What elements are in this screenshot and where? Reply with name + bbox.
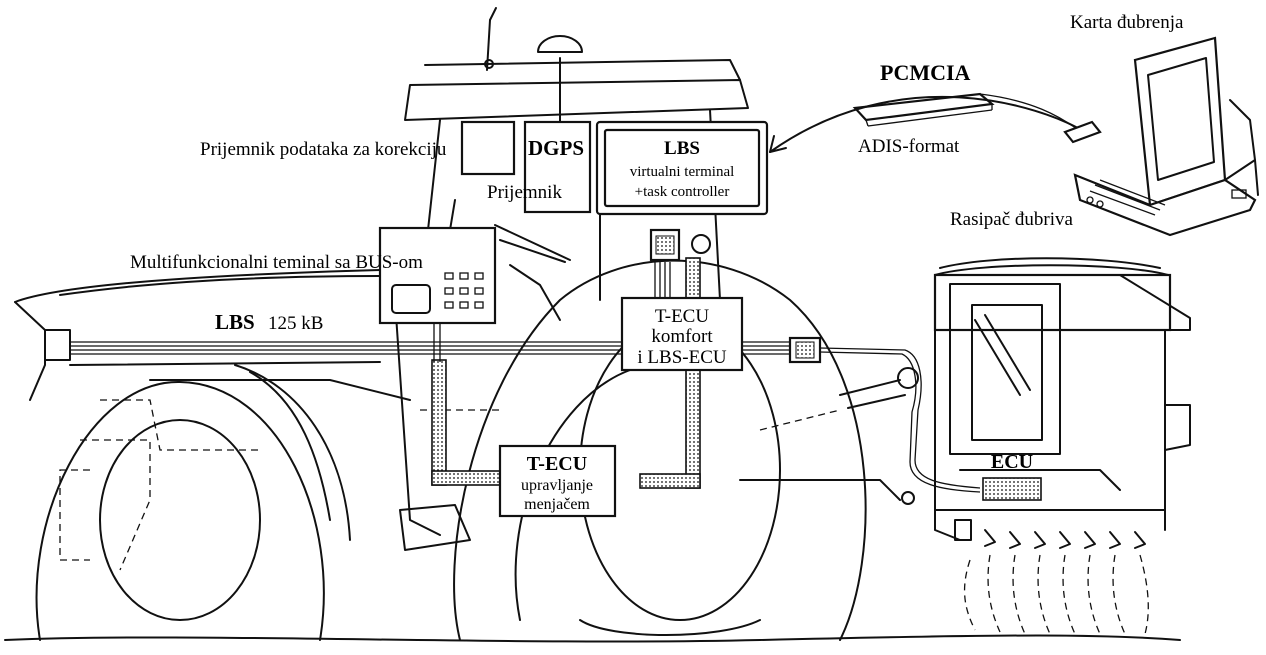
tractor-hood bbox=[15, 270, 410, 400]
multifunction-terminal bbox=[380, 228, 495, 323]
tecu-gearbox-line2: upravljanje bbox=[521, 477, 593, 494]
tecu-gearbox-line1: T-ECU bbox=[527, 453, 587, 475]
rasipac-label: Rasipač đubriva bbox=[950, 209, 1074, 230]
card-slot-line bbox=[980, 94, 1085, 135]
front-wheel bbox=[37, 365, 500, 640]
lbs-box-line1: virtualni terminal bbox=[630, 164, 735, 180]
spreader-discs bbox=[985, 530, 1145, 548]
lbs-bus-label: LBS bbox=[215, 310, 255, 334]
tecu-komfort-line1: T-ECU bbox=[655, 306, 709, 327]
lbs-box-title: LBS bbox=[664, 138, 700, 159]
steering-wheel bbox=[495, 225, 570, 320]
tecu-komfort-line3: i LBS-ECU bbox=[637, 347, 726, 368]
tecu-gearbox-line3: menjačem bbox=[524, 496, 590, 513]
prijemnik-label: Prijemnik bbox=[487, 182, 562, 203]
spread-pattern bbox=[965, 555, 1149, 634]
adis-format-label: ADIS-format bbox=[858, 136, 960, 157]
tecu-komfort-line2: komfort bbox=[651, 326, 713, 347]
ground-line bbox=[5, 636, 1180, 642]
correction-receiver-label: Prijemnik podataka za korekciju bbox=[200, 139, 447, 160]
karta-label: Karta đubrenja bbox=[1070, 12, 1184, 33]
pcmcia-label: PCMCIA bbox=[880, 60, 971, 85]
fertilizer-spreader bbox=[935, 258, 1190, 540]
dgps-label: DGPS bbox=[528, 136, 584, 160]
lbs-box-line2: +task controller bbox=[635, 184, 730, 200]
laptop-icon bbox=[1075, 38, 1258, 235]
spreader-ecu-label: ECU bbox=[991, 451, 1033, 473]
bus-speed-label: 125 kB bbox=[268, 313, 323, 334]
multifunction-terminal-label: Multifunkcionalni teminal sa BUS-om bbox=[130, 252, 423, 273]
cab-roof bbox=[405, 8, 748, 125]
correction-receiver-box bbox=[462, 122, 514, 174]
